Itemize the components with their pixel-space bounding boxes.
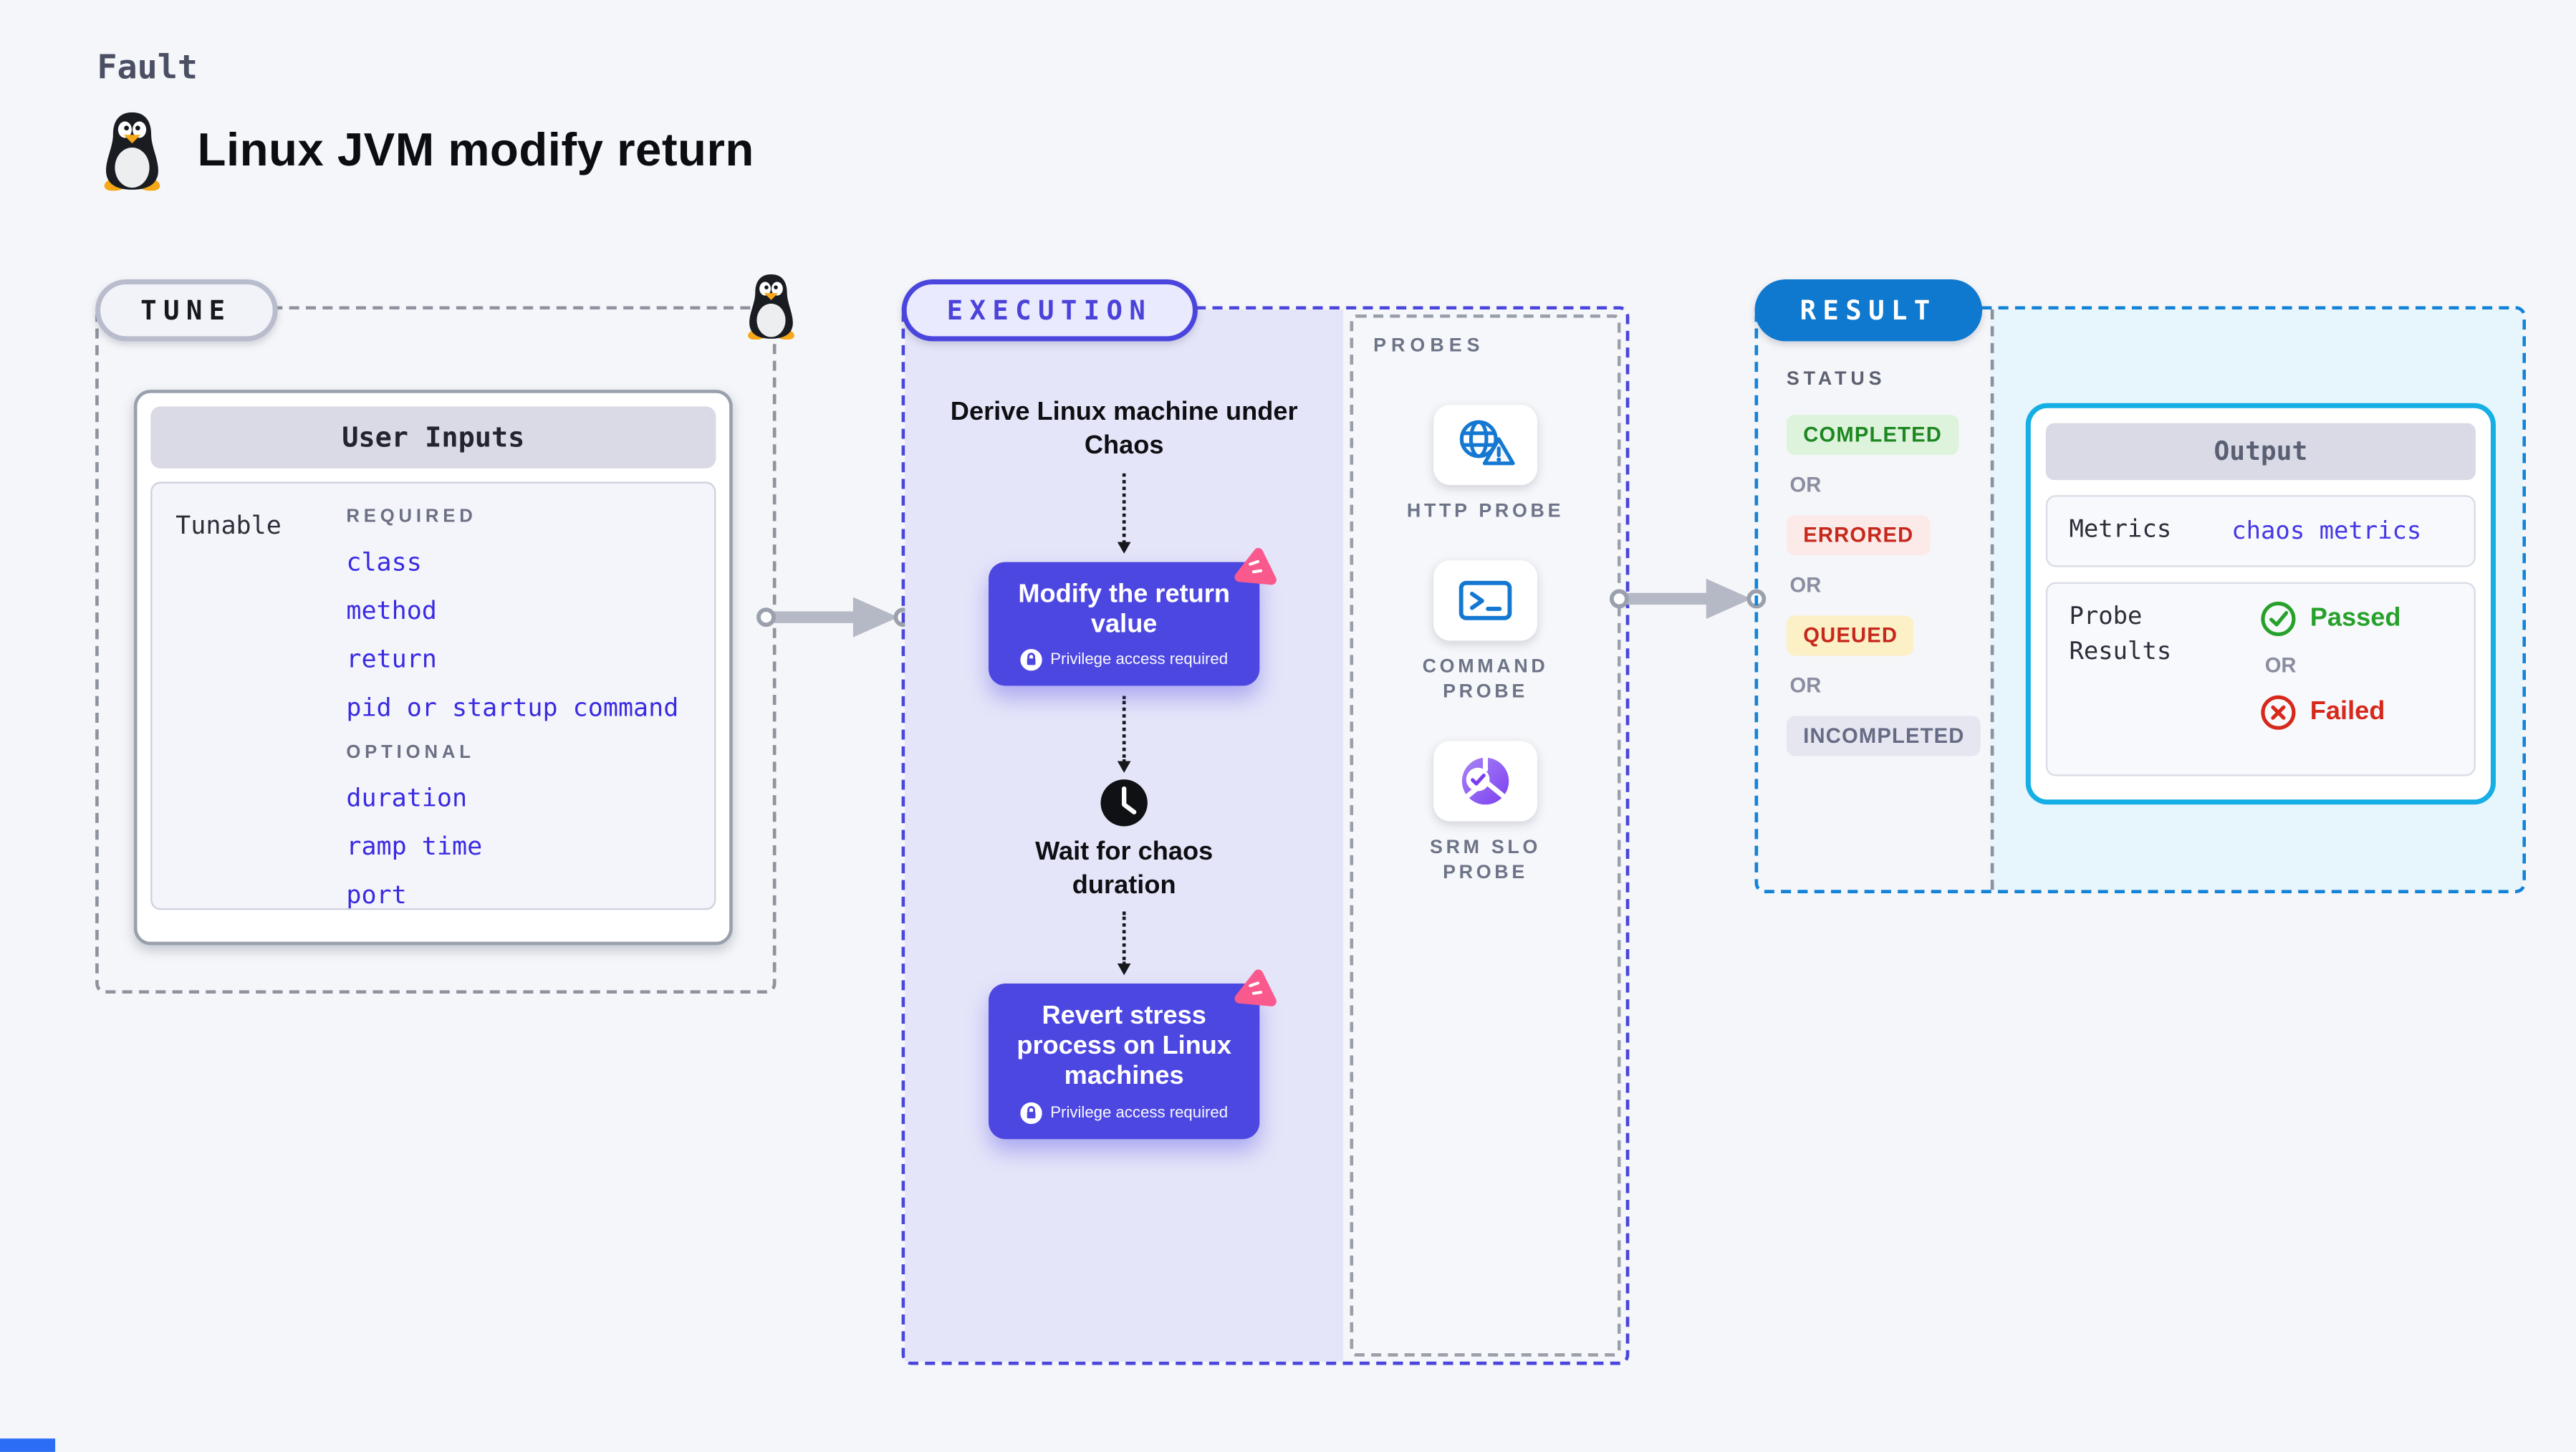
user-input-item: port	[346, 880, 407, 910]
probe-item-http: HTTP PROBE	[1407, 405, 1564, 525]
probe-card	[1433, 741, 1537, 822]
privilege-badge: Privilege access required	[1050, 1103, 1229, 1122]
probes-panel: PROBES	[1350, 314, 1621, 1357]
user-input-item: ramp time	[346, 831, 483, 862]
probe-label: COMMAND PROBE	[1422, 657, 1549, 703]
user-inputs-list: REQUIRED class method return pid or star…	[346, 507, 678, 908]
flow-connector	[1117, 911, 1131, 976]
lock-icon	[1020, 649, 1042, 671]
tux-penguin-icon	[104, 112, 160, 191]
probe-results-row: Probe Results Passed OR	[2045, 582, 2476, 777]
derive-step-label: Derive Linux machine under Chaos	[950, 398, 1298, 460]
page-title-row: Linux JVM modify return	[97, 110, 754, 191]
required-label: REQUIRED	[346, 506, 477, 527]
probe-results-label: Probe Results	[2069, 604, 2172, 666]
modify-step-node: Modify the return value Privilege access…	[989, 547, 1277, 686]
probe-item-command: COMMAND PROBE	[1423, 560, 1549, 706]
status-badge-errored: ERRORED	[1786, 515, 1931, 556]
arrow-tune-to-execution	[756, 597, 913, 638]
failed-row: Failed	[2260, 694, 2385, 731]
bottom-left-accent	[0, 1438, 56, 1452]
or-separator: OR	[2264, 654, 2297, 678]
metrics-label: Metrics	[2069, 516, 2172, 544]
or-separator: OR	[1789, 674, 1822, 698]
metrics-row: Metrics chaos metrics	[2045, 495, 2476, 567]
revert-step-title: Revert stress process on Linux machines	[1017, 1001, 1232, 1092]
optional-label: OPTIONAL	[346, 742, 475, 763]
tune-pill: TUNE	[95, 279, 277, 342]
check-circle-icon	[2261, 601, 2296, 637]
tune-section: TUNE User Inputs Tunable REQUIRED class …	[95, 274, 794, 994]
probe-label: HTTP PROBE	[1406, 501, 1565, 522]
result-section: RESULT STATUS COMPLETED OR ERRORED OR QU…	[1754, 279, 2527, 893]
wait-step-label: Wait for chaos duration	[1035, 838, 1213, 900]
user-input-item: return	[346, 644, 437, 675]
user-input-item: duration	[346, 782, 468, 813]
user-input-item: method	[346, 595, 437, 626]
privilege-badge: Privilege access required	[1050, 650, 1229, 670]
clock-icon	[1100, 779, 1148, 827]
failed-label: Failed	[2310, 697, 2385, 726]
result-divider	[1990, 309, 1994, 890]
status-badge-completed: COMPLETED	[1786, 415, 1959, 456]
probe-card	[1433, 405, 1537, 486]
arrow-execution-to-result	[1609, 578, 1767, 619]
x-circle-icon	[2261, 695, 2296, 730]
chaos-icon	[1234, 547, 1277, 585]
user-inputs-header: User Inputs	[150, 406, 716, 468]
status-badge-queued: QUEUED	[1786, 615, 1915, 656]
page-title: Linux JVM modify return	[197, 123, 754, 176]
status-badge-incompleted: INCOMPLETED	[1786, 716, 1981, 756]
status-column: STATUS COMPLETED OR ERRORED OR QUEUED OR…	[1786, 370, 1981, 756]
passed-row: Passed	[2260, 600, 2401, 637]
lock-icon	[1020, 1102, 1042, 1124]
execution-pill: EXECUTION	[901, 279, 1198, 342]
passed-label: Passed	[2310, 604, 2401, 633]
execution-flow: Derive Linux machine under Chaos Modify …	[905, 309, 1343, 1139]
tux-penguin-corner-icon	[748, 274, 794, 340]
chaos-icon	[1234, 969, 1277, 1006]
user-inputs-card: User Inputs Tunable REQUIRED class metho…	[133, 390, 733, 946]
probe-card	[1433, 560, 1537, 641]
output-card: Output Metrics chaos metrics Probe Resul…	[2025, 403, 2496, 805]
probes-label: PROBES	[1373, 336, 1485, 357]
terminal-icon	[1458, 580, 1512, 620]
or-separator: OR	[1789, 473, 1822, 497]
flow-connector	[1117, 696, 1131, 774]
probe-item-srm-slo: SRM SLO PROBE	[1430, 741, 1541, 886]
page-eyebrow: Fault	[97, 47, 198, 87]
execution-section: EXECUTION Derive Linux machine under Cha…	[901, 279, 1630, 1365]
user-input-item: pid or startup command	[346, 692, 679, 723]
revert-step-node: Revert stress process on Linux machines …	[989, 969, 1277, 1139]
result-pill: RESULT	[1754, 279, 1982, 342]
status-label: STATUS	[1786, 370, 1886, 390]
user-inputs-body: Tunable REQUIRED class method return pid…	[150, 481, 716, 910]
slo-donut-icon	[1461, 756, 1509, 804]
output-header: Output	[2045, 423, 2476, 481]
or-separator: OR	[1789, 573, 1822, 597]
tunable-label: Tunable	[176, 510, 282, 541]
probe-label: SRM SLO PROBE	[1430, 837, 1542, 883]
flow-connector	[1117, 473, 1131, 554]
metrics-value: chaos metrics	[2231, 517, 2422, 545]
modify-step-title: Modify the return value	[1018, 580, 1230, 639]
user-input-item: class	[346, 547, 422, 577]
globe-warning-icon	[1459, 420, 1515, 466]
